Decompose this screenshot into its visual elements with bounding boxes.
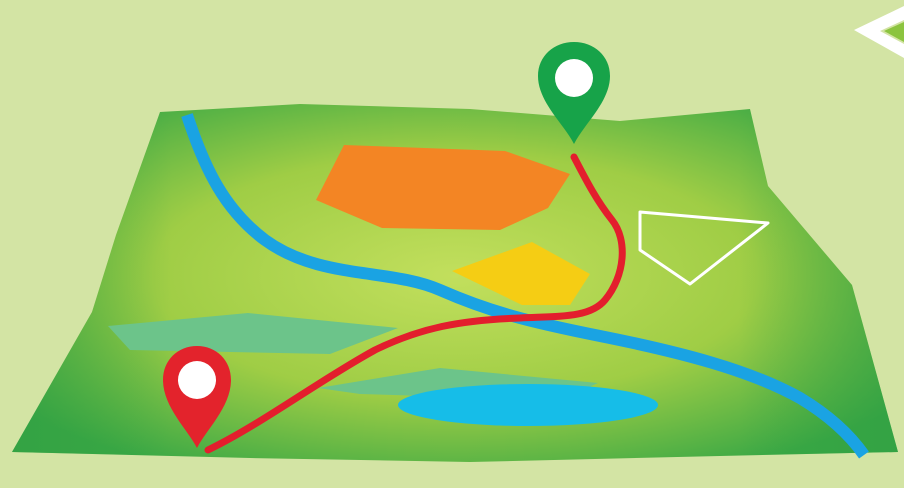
yellow-block (452, 242, 590, 305)
orange-block (316, 145, 570, 230)
lake (398, 384, 658, 426)
end-pin[interactable] (538, 42, 610, 144)
chevron-left-icon-fill (884, 22, 904, 42)
map-edge-shade (12, 104, 898, 462)
corner-arrow (854, 6, 904, 58)
teal-patch-left (108, 313, 398, 354)
river (181, 113, 869, 459)
start-pin[interactable] (163, 346, 231, 448)
pin-dot (178, 361, 216, 399)
field-outline (638, 210, 770, 286)
chevron-left-icon (854, 6, 904, 58)
route-path (204, 153, 626, 454)
pin-dot (555, 59, 593, 97)
